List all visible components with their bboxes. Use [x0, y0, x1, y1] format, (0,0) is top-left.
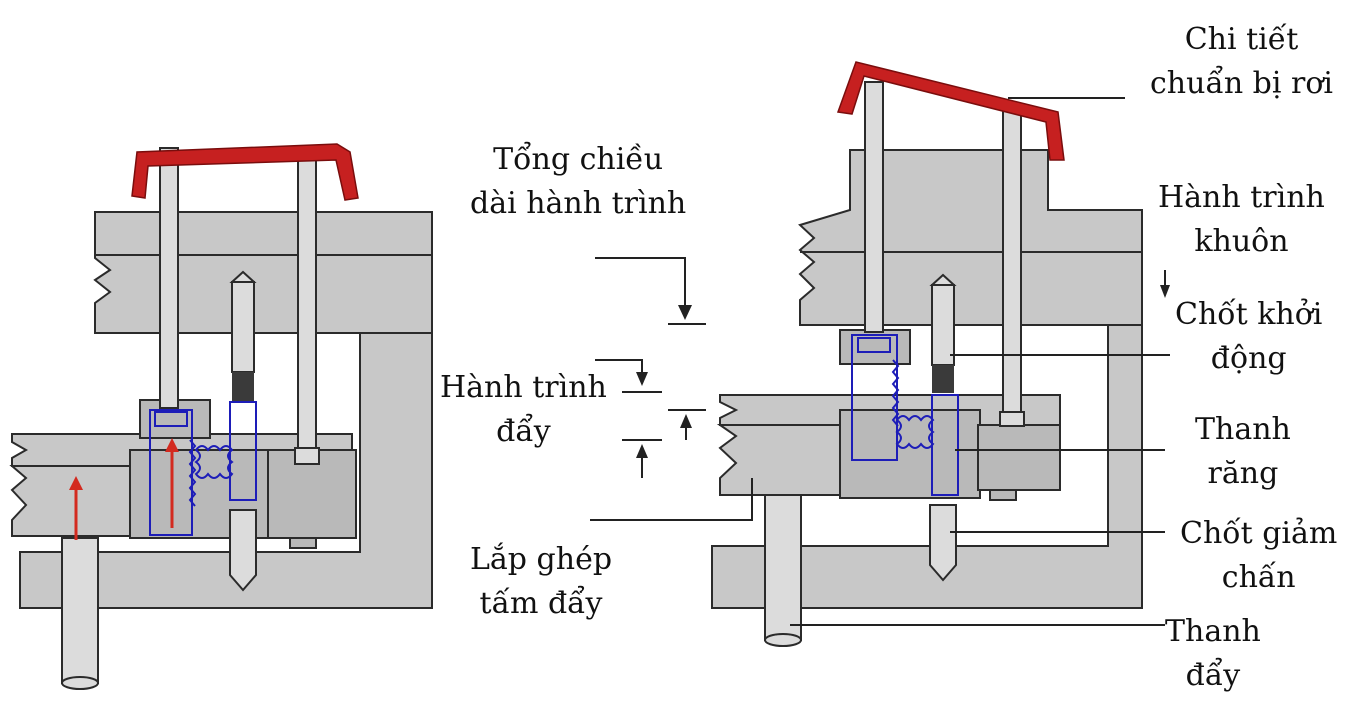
left-push-rod — [61, 537, 99, 684]
label-damper-pin: Chốt giảm chấn — [1180, 516, 1338, 595]
label-start-pin: Chốt khởi động — [1175, 297, 1323, 376]
right-side-frame — [711, 324, 1143, 609]
right-pin-head — [999, 411, 1025, 427]
label-total-stroke: Tổng chiều dài hành trình — [470, 142, 687, 221]
left-rack-teeth — [188, 439, 197, 507]
right-ejector-pin-2 — [1002, 107, 1022, 421]
left-motion-arrows — [69, 438, 179, 540]
left-sleeve-block — [139, 399, 211, 439]
right-start-pin-thread — [932, 365, 954, 393]
left-ejector-pin-1 — [159, 147, 179, 409]
label-plate-assembly: Lắp ghép tấm đẩy — [470, 542, 613, 621]
label-eject-stroke: Hành trình đẩy — [440, 370, 607, 449]
label-falling-part: Chi tiết chuẩn bị rơi — [1150, 22, 1334, 101]
left-damper-pin — [229, 509, 257, 592]
right-push-rod-end — [764, 633, 802, 647]
right-guide-block — [977, 424, 1061, 491]
right-molded-part — [836, 61, 1065, 161]
left-gear — [194, 445, 234, 479]
left-top-plate — [93, 211, 433, 334]
right-guide-foot — [989, 489, 1017, 501]
label-push-rod: Thanh đẩy — [1165, 614, 1261, 693]
right-mold — [711, 61, 1143, 647]
left-start-pin — [231, 281, 255, 373]
label-rack: Thanh răng — [1195, 412, 1291, 491]
left-start-pin-tip — [229, 270, 257, 283]
left-push-rod-end — [61, 676, 99, 690]
left-molded-part — [131, 143, 359, 201]
left-start-pin-thread — [232, 372, 254, 402]
left-mold — [9, 143, 433, 690]
right-push-rod — [764, 494, 802, 641]
right-damper-pin — [929, 504, 957, 582]
left-rack-head — [154, 411, 188, 427]
right-top-plate — [798, 149, 1143, 326]
label-leaders — [590, 97, 1170, 626]
stroke-dimensions — [595, 257, 1170, 478]
left-pin-head — [294, 447, 320, 465]
right-start-pin-tip — [929, 273, 957, 286]
right-rack-teeth — [891, 359, 900, 427]
left-ejector-pin-2 — [297, 147, 317, 449]
right-start-pin — [931, 284, 955, 366]
right-ejector-plate-lower — [716, 424, 851, 496]
right-gear — [895, 415, 935, 449]
right-rack-outline — [851, 334, 898, 461]
label-mold-stroke: Hành trình khuôn — [1158, 180, 1325, 259]
right-ejector-pin-1 — [864, 81, 884, 333]
right-rack-head — [857, 337, 891, 353]
left-guide-foot — [289, 537, 317, 549]
